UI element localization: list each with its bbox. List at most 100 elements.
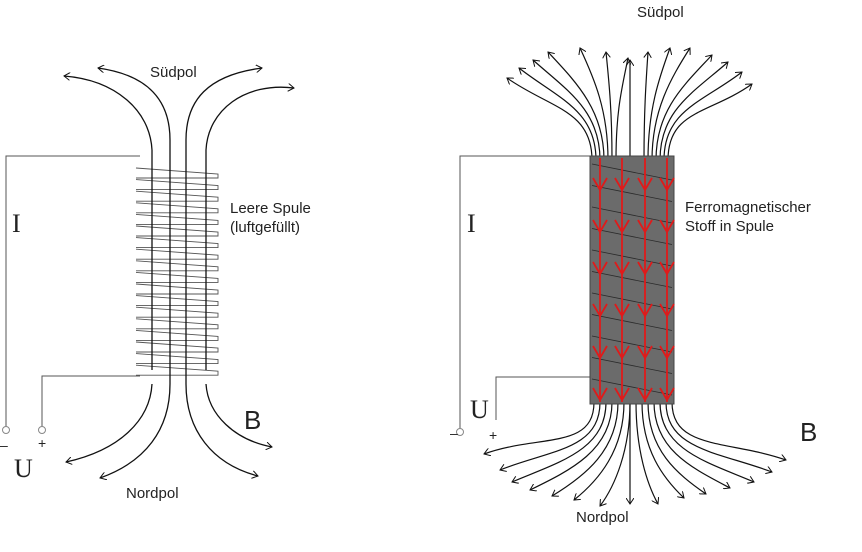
- right-field-line-top: [615, 58, 628, 161]
- left-field-line: [64, 76, 153, 370]
- coil-winding: [135, 295, 219, 307]
- left-north-pole-label: Nordpol: [126, 485, 179, 502]
- right-minus-sign: –: [450, 425, 458, 441]
- left-circuit-wires: [5, 155, 140, 428]
- coil-winding: [135, 179, 219, 191]
- left-south-pole-label: Südpol: [150, 64, 197, 81]
- left-field-line: [205, 87, 294, 370]
- right-core-label-line2: Stoff in Spule: [685, 218, 774, 235]
- right-field-line-bottom: [635, 401, 658, 504]
- core-magnetization-arrows: [592, 158, 675, 402]
- right-field-line-top: [519, 68, 597, 161]
- core-winding: [591, 378, 673, 396]
- core-winding: [591, 335, 673, 353]
- left-field-line: [66, 383, 153, 462]
- left-field-line: [205, 383, 272, 447]
- right-field-line-bottom: [574, 401, 625, 500]
- right-field-line-top: [647, 48, 670, 161]
- right-field-line-top: [548, 52, 605, 161]
- right-field-line-top: [643, 52, 648, 161]
- coil-winding: [135, 329, 219, 341]
- right-field-line-top: [606, 52, 613, 161]
- right-current-symbol: I: [467, 209, 476, 238]
- left-minus-sign: –: [0, 437, 8, 453]
- right-circuit-wires: [459, 155, 592, 430]
- core-winding: [591, 357, 673, 374]
- right-voltage-symbol: U: [470, 395, 489, 424]
- right-field-lines: [484, 48, 786, 506]
- right-plus-sign: +: [489, 427, 497, 443]
- right-field-line-bottom: [500, 401, 601, 470]
- magnetization-arrowhead: [592, 303, 608, 318]
- coil-winding: [135, 364, 219, 376]
- right-field-line-top: [507, 78, 593, 161]
- ferromagnetic-core: [589, 155, 675, 405]
- coil-winding: [135, 237, 219, 249]
- right-north-pole-label: Nordpol: [576, 509, 629, 526]
- left-minus-terminal: [2, 426, 10, 434]
- coil-winding: [135, 306, 219, 318]
- magnetization-arrowhead: [614, 387, 630, 402]
- left-plus-terminal: [38, 426, 46, 434]
- magnetization-arrowhead: [614, 303, 630, 318]
- coil-winding: [135, 167, 219, 179]
- magnetization-arrowhead: [659, 387, 675, 402]
- core-winding: [591, 292, 673, 310]
- right-field-symbol: B: [800, 417, 817, 447]
- right-field-line-top: [651, 48, 690, 161]
- right-field-line-top: [580, 48, 609, 161]
- magnetization-arrowhead: [592, 345, 608, 360]
- right-south-pole-label: Südpol: [637, 4, 684, 21]
- right-field-line-bottom: [641, 401, 684, 498]
- left-wire-bottom: [41, 375, 140, 428]
- right-field-line-bottom: [530, 401, 613, 490]
- left-coil-label-line1: Leere Spule: [230, 200, 311, 217]
- magnetization-arrowhead: [592, 387, 608, 402]
- coil-winding: [135, 283, 219, 295]
- coil-winding: [135, 202, 219, 214]
- coil-winding: [135, 248, 219, 260]
- left-field-line: [100, 383, 171, 478]
- core-winding: [591, 271, 673, 288]
- left-panel-air-coil: Südpol Nordpol Leere Spule (luftgefüllt)…: [0, 64, 311, 502]
- coil-winding: [135, 271, 219, 283]
- core-winding: [591, 206, 673, 224]
- coil-winding: [135, 353, 219, 365]
- right-core-label-line1: Ferromagnetischer: [685, 199, 811, 216]
- left-plus-sign: +: [38, 435, 46, 451]
- coil-winding: [135, 318, 219, 330]
- core-winding: [591, 249, 673, 267]
- magnetization-arrowhead: [592, 261, 608, 276]
- magnetization-arrowhead: [637, 177, 653, 192]
- left-field-symbol: B: [244, 405, 261, 435]
- magnetization-arrowhead: [592, 177, 608, 192]
- right-field-line-bottom: [552, 401, 619, 496]
- magnetization-arrowhead: [592, 219, 608, 234]
- left-coil-label-line2: (luftgefüllt): [230, 219, 300, 236]
- left-wire-top: [5, 155, 140, 428]
- right-field-line-top: [655, 55, 712, 161]
- magnetization-arrowhead: [637, 387, 653, 402]
- coil-winding: [135, 190, 219, 202]
- right-wire-top: [459, 155, 592, 430]
- magnetization-arrowhead: [637, 261, 653, 276]
- core-winding: [591, 163, 673, 181]
- magnetization-arrowhead: [637, 219, 653, 234]
- right-minus-terminal: [456, 428, 464, 436]
- left-field-lines: [64, 68, 294, 478]
- right-field-line-bottom: [647, 401, 706, 494]
- right-wire-bottom: [495, 376, 592, 420]
- coil-winding: [135, 213, 219, 225]
- right-field-line-top: [667, 84, 752, 161]
- right-field-line-bottom: [512, 401, 607, 482]
- core-winding: [591, 314, 673, 331]
- right-coil-windings: [591, 163, 673, 396]
- magnetization-arrowhead: [614, 177, 630, 192]
- right-field-line-bottom: [484, 401, 595, 454]
- left-field-line: [185, 68, 262, 384]
- right-field-line-bottom: [653, 401, 730, 488]
- magnetization-arrowhead: [637, 303, 653, 318]
- coil-winding: [135, 341, 219, 353]
- left-field-line: [185, 383, 258, 476]
